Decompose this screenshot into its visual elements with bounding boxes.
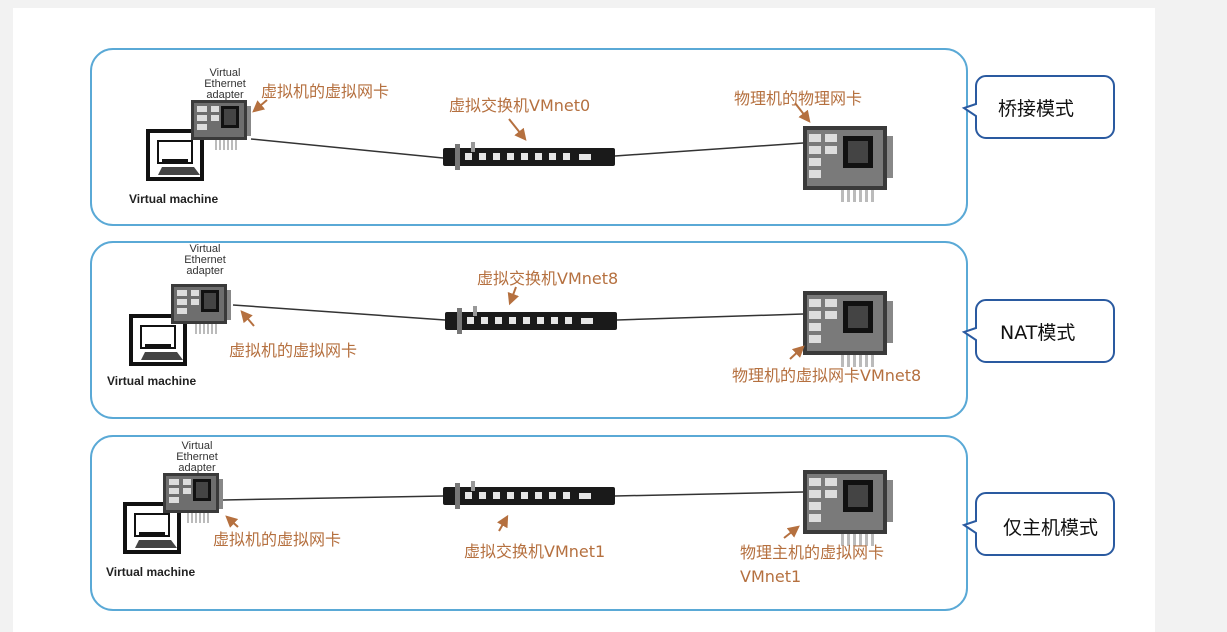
- adapter-caption-line: Ethernet: [204, 78, 246, 90]
- virtual-switch-icon: [443, 481, 615, 509]
- diagram-canvas: Virtual Ethernet adapter Virtual machine…: [13, 8, 1155, 632]
- adapter-caption-line: Virtual: [181, 440, 213, 452]
- mode-panel-bridged: [90, 48, 968, 226]
- virtual-nic-label: 虚拟机的虚拟网卡: [229, 341, 358, 360]
- virtual-switch-icon: [445, 306, 617, 334]
- host-nic-label: 物理机的虚拟网卡VMnet8: [732, 366, 922, 385]
- host-nic-label: 物理机的物理网卡: [734, 89, 863, 108]
- adapter-caption: Virtual Ethernet adapter: [179, 244, 231, 277]
- host-nic-label-line2: VMnet1: [740, 567, 802, 586]
- mode-label: NAT模式: [1000, 322, 1076, 344]
- adapter-caption-line: Virtual: [189, 243, 221, 255]
- physical-nic-icon: [803, 126, 893, 202]
- virtual-switch-label: 虚拟交换机VMnet8: [477, 269, 619, 288]
- host-nic-label: 物理主机的虚拟网卡: [740, 543, 885, 562]
- mode-label: 桥接模式: [998, 98, 1075, 120]
- virtual-nic-label: 虚拟机的虚拟网卡: [213, 530, 342, 549]
- virtual-machine-caption: Virtual machine: [106, 565, 196, 579]
- virtual-switch-label: 虚拟交换机VMnet0: [449, 96, 591, 115]
- mode-callout-bridged: [961, 75, 1115, 139]
- adapter-caption-line: Ethernet: [176, 451, 218, 463]
- mode-callout-host-only: [961, 492, 1115, 556]
- adapter-caption-line: Virtual: [209, 67, 241, 79]
- adapter-caption-line: adapter: [206, 89, 244, 101]
- virtual-nic-icon: [163, 473, 223, 523]
- mode-label: 仅主机模式: [1003, 517, 1099, 539]
- physical-host-vnic-icon: [803, 291, 893, 367]
- virtual-machine-caption: Virtual machine: [107, 374, 197, 388]
- adapter-caption-line: adapter: [178, 462, 216, 474]
- adapter-caption: Virtual Ethernet adapter: [171, 441, 223, 474]
- adapter-caption: Virtual Ethernet adapter: [199, 68, 251, 101]
- virtual-switch-label: 虚拟交换机VMnet1: [464, 542, 606, 561]
- physical-host-vnic-icon: [803, 470, 893, 546]
- virtual-nic-icon: [171, 284, 231, 334]
- mode-callout-nat: [961, 299, 1115, 363]
- network-diagram: [90, 48, 1115, 611]
- adapter-caption-line: Ethernet: [184, 254, 226, 266]
- virtual-nic-label: 虚拟机的虚拟网卡: [261, 82, 390, 101]
- virtual-switch-icon: [443, 142, 615, 170]
- adapter-caption-line: adapter: [186, 265, 224, 277]
- virtual-machine-caption: Virtual machine: [129, 192, 219, 206]
